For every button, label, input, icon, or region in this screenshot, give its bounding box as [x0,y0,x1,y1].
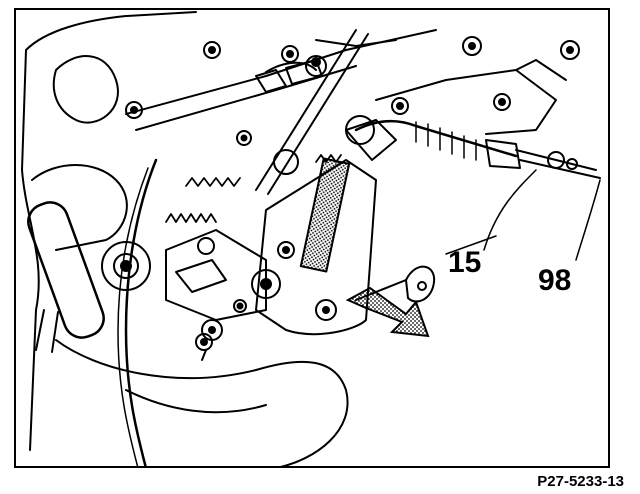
switch-module [165,229,267,361]
callout-15: 15 [448,246,482,279]
throttle-cable [124,158,158,466]
mounting-nut [101,241,151,291]
return-spring-lower [165,213,217,223]
cable-adjuster [255,55,327,93]
callout-98: 98 [538,264,572,297]
figure-id: P27-5233-13 [537,473,624,490]
callout-leader-98 [575,179,601,261]
stippled-link [299,157,351,273]
control-rod [255,29,369,195]
cable-end [515,149,601,179]
linkage-rod [345,115,521,169]
engine-linkage-drawing [21,11,601,466]
direction-arrow [345,286,430,338]
upper-bracket [125,29,437,115]
lower-casting [55,339,349,466]
right-bracket [375,69,557,135]
return-spring-upper [185,177,241,187]
diagram-frame: 15 98 [14,8,610,468]
engine-block-outline [21,11,197,451]
bellows-hose [27,201,105,353]
